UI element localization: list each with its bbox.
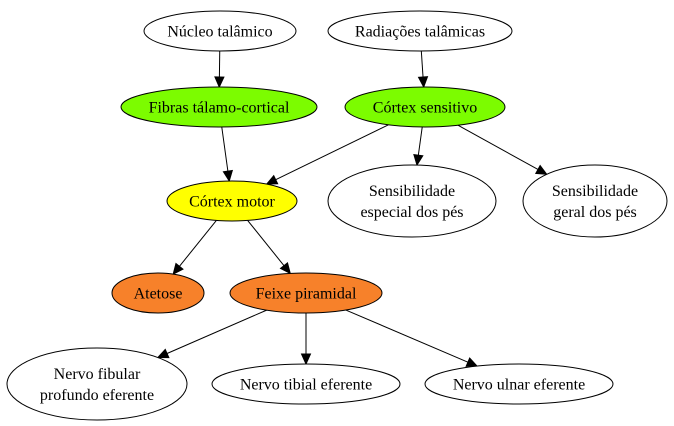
node-cortex-sens: Córtex sensitivo — [344, 86, 506, 128]
edges-layer — [156, 50, 548, 367]
arrowhead — [222, 169, 234, 183]
edge-line — [166, 309, 267, 354]
node-ellipse — [120, 86, 318, 128]
edge-line — [420, 50, 424, 78]
node-ellipse — [424, 363, 614, 405]
edge-feixe-to-nervo_fibular — [156, 309, 267, 359]
node-label: Atetose — [134, 286, 183, 303]
node-ellipse — [143, 10, 297, 52]
node-label: Sensibilidade — [552, 183, 638, 200]
node-ellipse — [111, 272, 205, 314]
node-ellipse — [522, 164, 668, 238]
edge-line — [221, 126, 229, 172]
edge-line — [179, 220, 217, 267]
node-nucleo: Núcleo talâmico — [143, 10, 297, 52]
node-label: Nervo tibial eferente — [240, 377, 372, 394]
arrowhead — [417, 76, 429, 89]
arrowhead — [465, 357, 479, 367]
arrowhead — [156, 348, 170, 359]
node-ellipse — [327, 10, 513, 52]
node-label: Nervo fibular — [54, 366, 141, 383]
arrowhead — [300, 353, 312, 366]
edge-cortex_motor-to-feixe — [247, 220, 292, 275]
node-label: Fibras tálamo-cortical — [149, 100, 290, 117]
node-label: Núcleo talâmico — [167, 24, 272, 41]
node-atetose: Atetose — [111, 272, 205, 314]
node-feixe: Feixe piramidal — [229, 272, 383, 314]
node-ellipse — [6, 347, 188, 421]
node-label: geral dos pés — [553, 204, 637, 221]
edge-line — [417, 126, 423, 156]
edge-feixe-to-nervo_tibial — [300, 313, 312, 366]
edge-cortex_sens-to-sens_geral — [457, 124, 548, 175]
edge-cortex_sens-to-sens_especial — [413, 126, 424, 167]
edge-line — [275, 124, 389, 181]
arrowhead — [279, 261, 292, 275]
node-ellipse — [166, 180, 298, 222]
node-fibras: Fibras tálamo-cortical — [120, 86, 318, 128]
node-label: Córtex motor — [189, 194, 275, 211]
arrowhead — [172, 262, 184, 276]
node-label: Nervo ulnar eferente — [453, 377, 585, 394]
arrowhead — [534, 164, 548, 175]
edge-line — [247, 220, 285, 266]
node-nervo-ulnar: Nervo ulnar eferente — [424, 363, 614, 405]
nodes-layer: Núcleo talâmico Radiações talâmicasFibras… — [6, 10, 668, 421]
edge-cortex_motor-to-atetose — [172, 220, 217, 276]
node-nervo-tibial: Nervo tibial eferente — [211, 363, 401, 405]
node-nervo-fibular: Nervo fibular profundo eferente — [6, 347, 188, 421]
node-sens-geral: Sensibilidade geral dos pés — [522, 164, 668, 238]
edge-radiacoes-to-cortex_sens — [417, 50, 429, 89]
node-label: profundo eferente — [40, 387, 154, 404]
node-ellipse — [344, 86, 506, 128]
edge-nucleo-to-fibras — [214, 50, 225, 89]
node-radiacoes: Radiações talâmicas — [327, 10, 513, 52]
node-ellipse — [327, 164, 497, 238]
edge-line — [345, 309, 469, 363]
node-cortex-motor: Córtex motor — [166, 180, 298, 222]
node-label: Radiações talâmicas — [355, 24, 485, 41]
node-ellipse — [229, 272, 383, 314]
node-label: Sensibilidade — [369, 183, 455, 200]
arrowhead — [413, 153, 424, 167]
node-label: Feixe piramidal — [256, 286, 357, 303]
edge-cortex_sens-to-cortex_motor — [265, 124, 389, 185]
node-label: especial dos pés — [360, 204, 463, 221]
edge-line — [457, 124, 539, 170]
arrowhead — [214, 76, 225, 89]
node-sens-especial: Sensibilidade especial dos pés — [327, 164, 497, 238]
node-label: Córtex sensitivo — [373, 100, 477, 117]
arrowhead — [265, 174, 279, 185]
edge-fibras-to-cortex_motor — [221, 126, 234, 183]
edge-feixe-to-nervo_ulnar — [345, 309, 479, 367]
node-ellipse — [211, 363, 401, 405]
